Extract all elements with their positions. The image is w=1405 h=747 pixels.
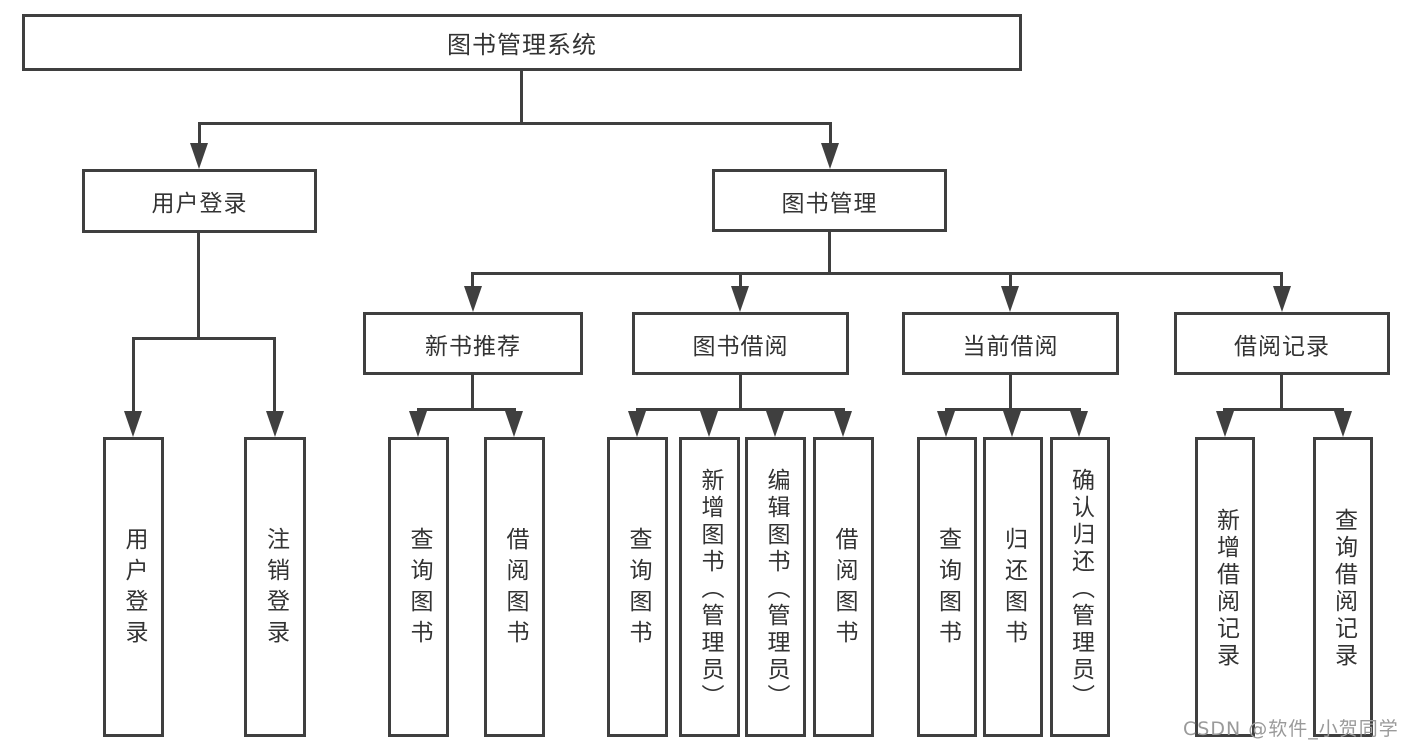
leaf-add-books-admin: 新增图书（管理员） bbox=[679, 437, 740, 737]
node-current-borrow: 当前借阅 bbox=[902, 312, 1119, 375]
arrow-head bbox=[1070, 411, 1088, 437]
node-borrow-records-label: 借阅记录 bbox=[1234, 333, 1330, 360]
node-book-borrow: 图书借阅 bbox=[632, 312, 849, 375]
leaf-query-books-2-label: 查询图书 bbox=[625, 527, 651, 651]
leaf-query-borrow-record: 查询借阅记录 bbox=[1313, 437, 1373, 737]
connector-line bbox=[471, 272, 474, 290]
node-new-book-recommend: 新书推荐 bbox=[363, 312, 583, 375]
arrow-head bbox=[834, 411, 852, 437]
arrow-head bbox=[190, 143, 208, 169]
arrow-head bbox=[700, 411, 718, 437]
connector-line bbox=[739, 373, 742, 411]
arrow-head bbox=[1001, 286, 1019, 312]
leaf-return-books-label: 归还图书 bbox=[1000, 527, 1027, 651]
connector-line bbox=[828, 230, 831, 275]
connector-line bbox=[198, 122, 831, 125]
connector-line bbox=[520, 70, 523, 125]
connector-line bbox=[471, 373, 474, 411]
node-current-borrow-label: 当前借阅 bbox=[962, 333, 1059, 360]
leaf-borrow-books-2: 借阅图书 bbox=[813, 437, 874, 737]
connector-line bbox=[198, 122, 201, 147]
connector-line bbox=[829, 122, 832, 147]
node-root: 图书管理系统 bbox=[22, 14, 1022, 71]
leaf-add-borrow-record: 新增借阅记录 bbox=[1195, 437, 1255, 737]
arrow-head bbox=[937, 411, 955, 437]
connector-line bbox=[739, 272, 742, 290]
leaf-borrow-books-1-label: 借阅图书 bbox=[502, 527, 528, 651]
leaf-confirm-return-admin: 确认归还（管理员） bbox=[1050, 437, 1110, 737]
leaf-borrow-books-1: 借阅图书 bbox=[484, 437, 545, 737]
node-user-login-label: 用户登录 bbox=[151, 191, 248, 217]
leaf-edit-books-admin-label: 编辑图书（管理员） bbox=[763, 467, 789, 711]
arrow-head bbox=[409, 411, 427, 437]
arrow-head bbox=[505, 411, 523, 437]
node-user-login: 用户登录 bbox=[82, 169, 317, 233]
leaf-logout-label: 注销登录 bbox=[262, 527, 289, 651]
arrow-head bbox=[464, 286, 482, 312]
arrow-head bbox=[266, 411, 284, 437]
leaf-query-books-1-label: 查询图书 bbox=[406, 527, 432, 651]
leaf-query-books-3: 查询图书 bbox=[917, 437, 977, 737]
leaf-user-login-label: 用户登录 bbox=[121, 527, 147, 651]
csdn-watermark: CSDN @软件_小贺同学 bbox=[1183, 718, 1399, 740]
connector-line bbox=[471, 272, 1283, 275]
leaf-add-books-admin-label: 新增图书（管理员） bbox=[697, 467, 723, 711]
leaf-confirm-return-admin-label: 确认归还（管理员） bbox=[1067, 467, 1094, 711]
leaf-edit-books-admin: 编辑图书（管理员） bbox=[745, 437, 806, 737]
leaf-query-books-2: 查询图书 bbox=[607, 437, 668, 737]
node-borrow-records: 借阅记录 bbox=[1174, 312, 1390, 375]
leaf-user-login: 用户登录 bbox=[103, 437, 164, 737]
node-root-label: 图书管理系统 bbox=[447, 31, 597, 59]
arrow-head bbox=[766, 411, 784, 437]
arrow-head bbox=[1273, 286, 1291, 312]
connector-line bbox=[132, 337, 276, 340]
connector-line bbox=[1280, 373, 1283, 411]
arrow-head bbox=[821, 143, 839, 169]
connector-line bbox=[197, 231, 200, 340]
connector-line bbox=[1223, 408, 1344, 411]
arrow-head bbox=[1003, 411, 1021, 437]
leaf-query-books-1: 查询图书 bbox=[388, 437, 449, 737]
connector-line bbox=[1280, 272, 1283, 290]
connector-line bbox=[1009, 373, 1012, 411]
leaf-query-books-3-label: 查询图书 bbox=[934, 527, 961, 651]
node-book-borrow-label: 图书借阅 bbox=[692, 333, 789, 360]
node-new-book-recommend-label: 新书推荐 bbox=[425, 333, 521, 360]
leaf-return-books: 归还图书 bbox=[983, 437, 1043, 737]
connector-line bbox=[636, 408, 845, 411]
arrow-head bbox=[731, 286, 749, 312]
node-book-management: 图书管理 bbox=[712, 169, 947, 232]
connector-line bbox=[132, 337, 135, 415]
node-book-management-label: 图书管理 bbox=[781, 190, 878, 217]
arrow-head bbox=[1334, 411, 1352, 437]
connector-line bbox=[1009, 272, 1012, 290]
leaf-logout: 注销登录 bbox=[244, 437, 306, 737]
arrow-head bbox=[124, 411, 142, 437]
arrow-head bbox=[628, 411, 646, 437]
arrow-head bbox=[1216, 411, 1234, 437]
connector-line bbox=[273, 337, 276, 415]
leaf-query-borrow-record-label: 查询借阅记录 bbox=[1330, 508, 1357, 670]
leaf-add-borrow-record-label: 新增借阅记录 bbox=[1212, 508, 1239, 670]
leaf-borrow-books-2-label: 借阅图书 bbox=[831, 527, 857, 651]
connector-line bbox=[417, 408, 516, 411]
